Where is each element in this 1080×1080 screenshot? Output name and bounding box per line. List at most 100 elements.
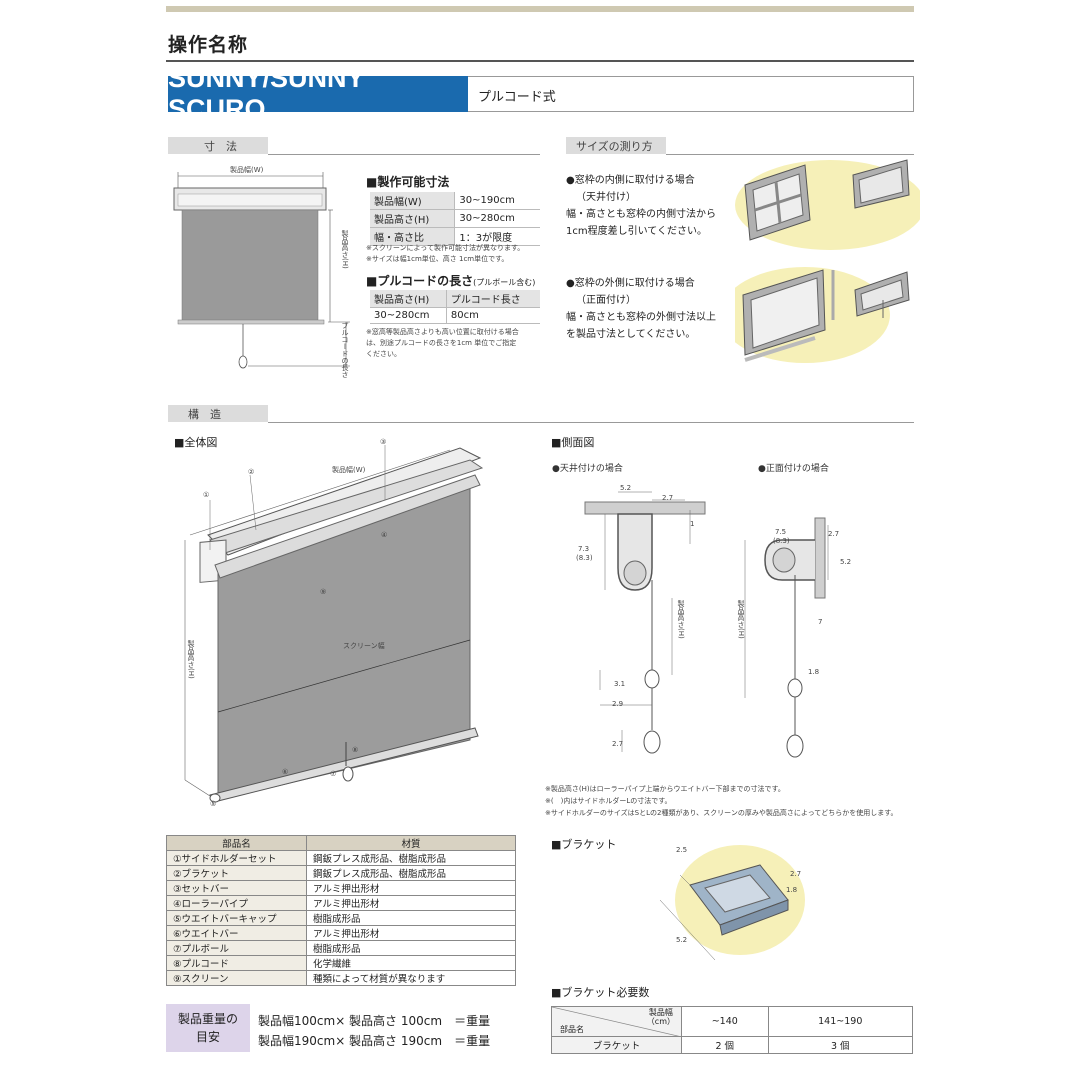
table-row: ③セットバーアルミ押出形材 — [166, 880, 516, 896]
label-cord-length: プルコードの長さ — [341, 322, 349, 378]
table-row: ⑨スクリーン種類によって材質が異なります — [166, 970, 516, 986]
cord-cell: 30~280cm — [370, 307, 447, 324]
part-material: アルミ押出形材 — [306, 925, 516, 941]
part-name: ①サイドホルダーセット — [166, 850, 307, 866]
section-tag-label: サイズの測り方 — [576, 139, 653, 153]
section-tag-measure: サイズの測り方 — [566, 137, 666, 154]
req-col-header: ~140 — [681, 1006, 769, 1037]
bracket-title: ■ブラケット — [551, 838, 617, 851]
bracket-req-table: 製品幅（cm） 部品名 ~140 141~190 ブラケット 2 個 3 個 — [551, 1006, 914, 1054]
cord-length-title-text: ■プルコードの長さ — [366, 274, 474, 288]
table-row: ④ローラーパイプアルミ押出形材 — [166, 895, 516, 911]
table-row: ⑧プルコード化学繊維 — [166, 955, 516, 971]
bracket-req-title: ■ブラケット必要数 — [551, 986, 650, 999]
table-row: ①サイドホルダーセット鋼鈑プレス成形品、樹脂成形品 — [166, 850, 516, 866]
weight-line: 製品幅100cm× 製品高さ 100cm ＝重量 — [258, 1014, 491, 1028]
inside-mount-sub: （天井付け） — [576, 192, 636, 203]
ceiling-mount-label: ●天井付けの場合 — [552, 464, 623, 474]
part-name: ⑧プルコード — [166, 955, 307, 971]
dim-7-3: 7.3 — [578, 545, 590, 553]
part-material: 種類によって材質が異なります — [306, 970, 516, 986]
outside-mount-sub: （正面付け） — [576, 295, 636, 306]
dimension-diagram — [173, 172, 350, 369]
top-decor-bar — [166, 6, 914, 12]
table-row: ⑥ウエイトバーアルミ押出形材 — [166, 925, 516, 941]
cord-header-cell: プルコード長さ — [446, 290, 540, 308]
req-corner-bottom: 部品名 — [560, 1025, 584, 1034]
producible-key: 製品高さ(H) — [370, 209, 456, 228]
producible-key: 製品幅(W) — [370, 192, 456, 210]
req-row: ブラケット 2 個 3 個 — [551, 1036, 914, 1054]
req-col-header: 141~190 — [767, 1006, 914, 1037]
label-num9: ⑨ — [320, 588, 327, 596]
product-banner: SUNNY/SUNNY SCURO — [168, 63, 468, 124]
req-corner-top: 製品幅（cm） — [647, 1008, 675, 1026]
producible-row: 製品幅(W)30~190cm — [370, 192, 540, 210]
structure-note: ※サイドホルダーのサイズはSとLの2種類があり、スクリーンの厚みや製品高さによっ… — [545, 809, 898, 817]
product-name: SUNNY/SUNNY SCURO — [168, 63, 365, 124]
producible-row: 製品高さ(H)30~280cm — [370, 209, 540, 228]
cord-length-title-sub: (プルボール含む) — [473, 278, 536, 287]
label-num6: ⑥ — [282, 768, 289, 776]
parts-table: 部品名材質 ①サイドホルダーセット鋼鈑プレス成形品、樹脂成形品 ②ブラケット鋼鈑… — [166, 835, 516, 986]
part-name: ⑥ウエイトバー — [166, 925, 307, 941]
inside-mount-title: ●窓枠の内側に取付ける場合 （天井付け） 幅・高さとも窓枠の内側寸法から 1cm… — [566, 172, 716, 240]
cord-header-row: 製品高さ(H)プルコード長さ — [370, 290, 540, 308]
dim-7: 7 — [818, 618, 823, 626]
cord-cell: 80cm — [446, 307, 540, 324]
req-header-row: 製品幅（cm） 部品名 ~140 141~190 — [551, 1006, 914, 1037]
part-material: アルミ押出形材 — [306, 895, 516, 911]
dim-3-1: 3.1 — [614, 680, 626, 688]
part-name: ③セットバー — [166, 880, 307, 896]
part-name: ⑨スクリーン — [166, 970, 307, 986]
inside-mount-heading: ●窓枠の内側に取付ける場合 — [566, 175, 695, 186]
label-num8: ⑧ — [352, 746, 359, 754]
overall-diagram — [184, 445, 484, 803]
weight-line: 製品幅190cm× 製品高さ 190cm ＝重量 — [258, 1034, 491, 1048]
label-product-height: 製品高さ(H) — [341, 230, 349, 269]
banner-box — [468, 76, 914, 112]
inside-mount-desc: 幅・高さとも窓枠の内側寸法から — [566, 209, 716, 220]
req-corner-cell: 製品幅（cm） 部品名 — [551, 1006, 682, 1037]
label-product-width: 製品幅(W) — [230, 166, 264, 174]
req-cell: 2 個 — [681, 1036, 769, 1054]
label-num5: ⑤ — [210, 800, 217, 808]
outside-mount-title: ●窓枠の外側に取付ける場合 （正面付け） 幅・高さとも窓枠の外側寸法以上 を製品… — [566, 275, 716, 343]
label-num4: ④ — [381, 531, 388, 539]
dim-height-front: 製品高さ(H) — [737, 600, 745, 639]
label-num1: ① — [203, 491, 210, 499]
outside-mount-heading: ●窓枠の外側に取付ける場合 — [566, 278, 695, 289]
section-rule — [268, 154, 540, 155]
producible-value: 30~190cm — [454, 192, 540, 210]
measure-illustrations — [735, 159, 920, 363]
structure-note: ※製品高さ(H)はローラーパイプ上端からウエイトバー下部までの寸法です。 — [545, 785, 785, 793]
part-name: ⑦プルボール — [166, 940, 307, 956]
part-name: ②ブラケット — [166, 865, 307, 881]
front-mount-label: ●正面付けの場合 — [758, 464, 829, 474]
part-material: 樹脂成形品 — [306, 910, 516, 926]
weight-label-line: 製品重量の — [177, 1012, 238, 1026]
bracket-dim-d: 5.2 — [676, 936, 688, 944]
producible-value: 1：3が限度 — [454, 227, 540, 246]
cord-note: は、別途プルコードの長さを1cm 単位でご指定 — [366, 339, 517, 347]
dim-8-3b: (8.3) — [773, 537, 790, 545]
page-title: 操作名称 — [168, 34, 249, 56]
cord-note: ※窓高等製品高さよりも高い位置に取付ける場合 — [366, 328, 519, 336]
part-material: 鋼鈑プレス成形品、樹脂成形品 — [306, 865, 516, 881]
structure-note: ※( )内はサイドホルダーLの寸法です。 — [545, 797, 672, 805]
producible-note: ※サイズは幅1cm単位、高さ 1cm単位です。 — [366, 255, 509, 263]
section-tag-dimensions: 寸 法 — [168, 137, 268, 154]
section-tag-label: 構 造 — [188, 407, 221, 421]
side-view-diagram — [584, 491, 829, 758]
title-rule — [166, 60, 914, 62]
part-material: 化学繊維 — [306, 955, 516, 971]
producible-size-title: ■製作可能寸法 — [366, 175, 450, 189]
producible-note: ※スクリーンによって製作可能寸法が異なります。 — [366, 244, 525, 252]
bracket-dim-c: 1.8 — [786, 886, 798, 894]
req-corner-unit: （cm） — [646, 1017, 675, 1026]
weight-label: 製品重量の 目安 — [166, 1004, 250, 1052]
operation-type: プルコード式 — [478, 90, 556, 105]
